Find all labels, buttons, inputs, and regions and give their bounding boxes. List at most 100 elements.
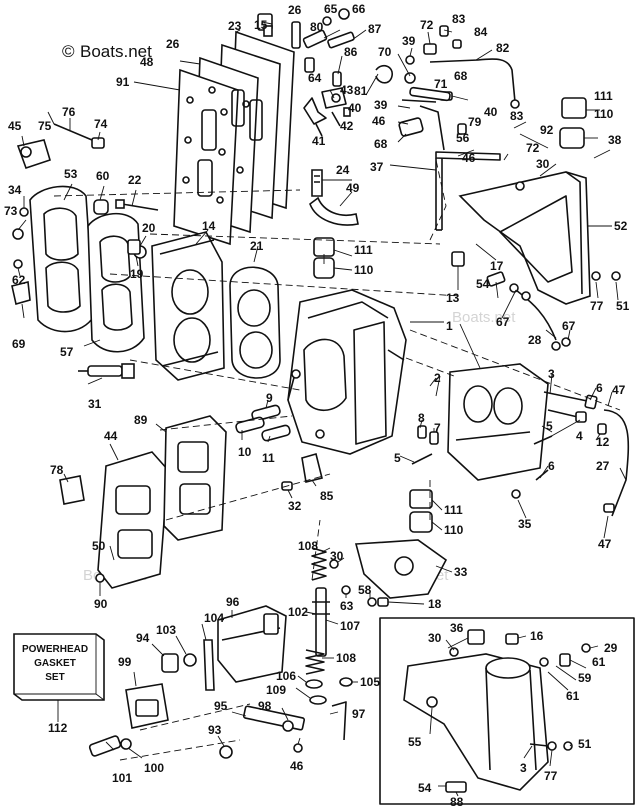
washer-109	[309, 695, 327, 705]
callout-108b: 108	[336, 651, 356, 665]
callout-34: 34	[8, 183, 22, 197]
callout-76: 76	[62, 105, 76, 119]
steering-shaft	[312, 587, 330, 657]
callout-74: 74	[94, 117, 108, 131]
watermark-faint-right: Boats.net	[452, 309, 516, 326]
callout-44: 44	[104, 429, 118, 443]
callout-14: 14	[202, 219, 216, 233]
bolt-35	[511, 489, 521, 499]
callout-43: 43	[340, 83, 354, 97]
callout-111b: 111	[354, 243, 373, 257]
callout-71: 71	[434, 77, 448, 91]
callout-94: 94	[136, 631, 150, 645]
nut-63	[341, 585, 351, 595]
callout-29: 29	[604, 641, 618, 655]
callout-109: 109	[266, 683, 286, 697]
callout-labels: 23 15 26 48 91 26 65 66 80 87 86 64 43 4…	[4, 2, 630, 809]
crankcase-cover	[447, 363, 549, 481]
callout-111c: 111	[444, 503, 463, 517]
head-gasket	[229, 266, 281, 379]
callout-5: 5	[546, 419, 553, 433]
bolt-94	[161, 653, 179, 673]
callout-23: 23	[228, 19, 242, 33]
gasket-set-label-line2: GASKET	[34, 658, 76, 669]
callout-103: 103	[156, 623, 176, 637]
callout-62: 62	[12, 273, 26, 287]
callout-69: 69	[12, 337, 26, 351]
callout-77b: 77	[544, 769, 558, 783]
callout-40: 40	[348, 101, 362, 115]
copyright-symbol: ©	[62, 42, 75, 61]
callout-83b: 83	[510, 109, 524, 123]
rubber-mount-block	[125, 683, 169, 729]
crankcase-bolts	[533, 391, 607, 481]
callout-52: 52	[614, 219, 628, 233]
callout-33: 33	[454, 565, 468, 579]
callout-102: 102	[288, 605, 308, 619]
callout-46c: 46	[290, 759, 304, 773]
center-small-pins	[411, 425, 439, 465]
washer-right	[591, 271, 601, 281]
gasket-set-label-line1: POWERHEAD	[22, 644, 88, 655]
steering-bracket	[354, 539, 448, 599]
callout-54: 54	[476, 277, 490, 291]
callout-35: 35	[518, 517, 532, 531]
clip	[301, 453, 323, 483]
callout-75: 75	[38, 119, 52, 133]
callout-107: 107	[340, 619, 360, 633]
cover-gasket-stack	[173, 30, 295, 246]
callout-67b: 67	[562, 319, 576, 333]
callout-98: 98	[258, 699, 272, 713]
callout-84: 84	[474, 25, 488, 39]
callout-79: 79	[468, 115, 482, 129]
callout-60: 60	[96, 169, 110, 183]
callout-13: 13	[446, 291, 460, 305]
callout-11: 11	[262, 451, 275, 465]
callout-73: 73	[4, 204, 18, 218]
callout-3b: 3	[520, 761, 527, 775]
callout-72: 72	[420, 18, 434, 32]
callout-87: 87	[368, 22, 382, 36]
callout-95: 95	[214, 699, 228, 713]
leader-lines	[17, 21, 627, 797]
callout-104: 104	[204, 611, 224, 625]
callout-57: 57	[60, 345, 74, 359]
cylinder-head	[151, 231, 225, 381]
callout-67: 67	[496, 315, 510, 329]
lower-link-plate	[242, 701, 347, 741]
callout-61b: 61	[566, 689, 580, 703]
callout-26: 26	[166, 37, 180, 51]
callout-30: 30	[536, 157, 550, 171]
callout-110: 110	[594, 107, 614, 121]
callout-68: 68	[454, 69, 468, 83]
exhaust-cover-plate	[29, 185, 95, 333]
callout-110c: 110	[444, 523, 464, 537]
callout-78: 78	[50, 463, 64, 477]
callout-26b: 26	[288, 3, 302, 17]
callout-72b: 72	[526, 141, 540, 155]
callout-40b: 40	[484, 105, 498, 119]
callout-99: 99	[118, 655, 132, 669]
callout-85: 85	[320, 489, 334, 503]
callout-82: 82	[496, 41, 510, 55]
callout-55: 55	[408, 735, 422, 749]
callout-46: 46	[372, 114, 386, 128]
callout-21: 21	[250, 239, 264, 253]
elbow-fitting	[257, 13, 273, 37]
spring-lower	[305, 649, 325, 675]
callout-51: 51	[616, 299, 630, 313]
callout-64: 64	[308, 71, 322, 85]
callout-22: 22	[128, 173, 142, 187]
callout-100: 100	[144, 761, 164, 775]
inset-swivel-bracket	[403, 629, 591, 793]
callout-28: 28	[528, 333, 542, 347]
callout-65: 65	[324, 2, 338, 16]
callout-27: 27	[596, 459, 610, 473]
callout-31: 31	[88, 397, 102, 411]
bleed-hose	[603, 409, 630, 517]
callout-80: 80	[310, 20, 324, 34]
gasket-set-label-line3: SET	[45, 672, 64, 683]
lower-bolts	[88, 735, 132, 757]
callout-81: 81	[354, 84, 368, 98]
